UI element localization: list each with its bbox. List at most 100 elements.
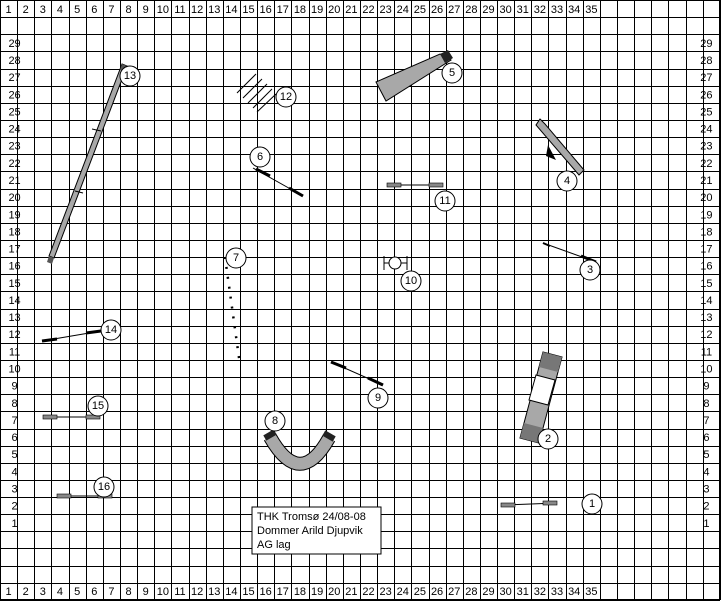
obstacle-number-13: 13 — [119, 65, 141, 87]
obstacle-number-2: 2 — [537, 428, 559, 450]
x-axis-label-bottom: 1 — [6, 586, 12, 598]
y-axis-label-left: 6 — [12, 432, 18, 444]
x-axis-label-bottom: 14 — [225, 586, 237, 598]
y-axis-label-right: 16 — [700, 261, 712, 273]
y-axis-label-right: 24 — [700, 124, 712, 136]
info-line-class: AG lag — [257, 539, 291, 551]
x-axis-label-top: 6 — [91, 4, 97, 16]
x-axis-label-top: 15 — [242, 4, 254, 16]
info-line-event: THK Tromsø 24/08-08 — [257, 511, 366, 523]
y-axis-label-left: 23 — [8, 141, 20, 153]
obstacle-number-8: 8 — [264, 410, 286, 432]
y-axis-label-right: 6 — [703, 432, 709, 444]
x-axis-label-top: 23 — [380, 4, 392, 16]
y-axis-label-right: 19 — [700, 209, 712, 221]
x-axis-label-top: 30 — [500, 4, 512, 16]
x-axis-label-bottom: 34 — [568, 586, 580, 598]
x-axis-label-bottom: 21 — [345, 586, 357, 598]
y-axis-label-right: 20 — [700, 192, 712, 204]
svg-text:2: 2 — [545, 433, 551, 445]
y-axis-label-left: 9 — [12, 381, 18, 393]
obstacle-10-tire — [383, 256, 408, 270]
x-axis-label-top: 1 — [6, 4, 12, 16]
y-axis-label-left: 20 — [8, 192, 20, 204]
y-axis-label-right: 21 — [700, 175, 712, 187]
x-axis-label-bottom: 3 — [40, 586, 46, 598]
svg-text:8: 8 — [272, 415, 278, 427]
y-axis-label-left: 29 — [8, 38, 20, 50]
svg-text:11: 11 — [439, 195, 450, 207]
y-axis-label-right: 13 — [700, 312, 712, 324]
x-axis-label-top: 31 — [517, 4, 529, 16]
obstacle-12-long-jump — [236, 73, 277, 113]
y-axis-label-left: 15 — [8, 278, 20, 290]
y-axis-label-right: 25 — [700, 106, 712, 118]
svg-text:10: 10 — [405, 275, 417, 287]
obstacle-number-9: 9 — [367, 387, 389, 409]
obstacle-14-jump — [41, 329, 102, 343]
x-axis-label-bottom: 19 — [311, 586, 323, 598]
x-axis-label-bottom: 22 — [362, 586, 374, 598]
y-axis-label-right: 29 — [700, 38, 712, 50]
x-axis-label-bottom: 26 — [431, 586, 443, 598]
y-axis-label-right: 14 — [700, 295, 712, 307]
y-axis-label-left: 21 — [8, 175, 20, 187]
svg-text:15: 15 — [92, 400, 104, 412]
info-line-judge: Dommer Arild Djupvik — [257, 525, 363, 537]
x-axis-label-bottom: 10 — [157, 586, 169, 598]
axis-labels: 1122334455667788991010111112121313141415… — [6, 4, 713, 598]
x-axis-label-top: 20 — [328, 4, 340, 16]
y-axis-label-left: 12 — [8, 329, 20, 341]
x-axis-label-bottom: 8 — [125, 586, 131, 598]
x-axis-label-bottom: 13 — [208, 586, 220, 598]
y-axis-label-left: 10 — [8, 364, 20, 376]
x-axis-label-top: 19 — [311, 4, 323, 16]
x-axis-label-bottom: 29 — [482, 586, 494, 598]
obstacle-number-12: 12 — [275, 86, 297, 108]
x-axis-label-top: 3 — [40, 4, 46, 16]
y-axis-label-right: 5 — [703, 449, 709, 461]
x-axis-label-bottom: 33 — [551, 586, 563, 598]
y-axis-label-right: 22 — [700, 158, 712, 170]
x-axis-label-top: 22 — [362, 4, 374, 16]
svg-text:7: 7 — [233, 252, 239, 264]
svg-text:12: 12 — [280, 91, 292, 103]
obstacle-number-4: 4 — [556, 170, 578, 192]
x-axis-label-bottom: 31 — [517, 586, 529, 598]
obstacle-5-chute — [375, 50, 453, 102]
obstacle-6-jump — [252, 167, 304, 198]
svg-text:3: 3 — [587, 264, 593, 276]
x-axis-label-top: 18 — [294, 4, 306, 16]
obstacle-number-1: 1 — [581, 493, 603, 515]
y-axis-label-right: 26 — [700, 89, 712, 101]
x-axis-label-bottom: 7 — [108, 586, 114, 598]
y-axis-label-right: 1 — [703, 518, 709, 530]
obstacle-number-11: 11 — [434, 190, 456, 212]
obstacle-number-14: 14 — [100, 319, 122, 341]
x-axis-label-top: 14 — [225, 4, 237, 16]
x-axis-label-bottom: 4 — [57, 586, 63, 598]
obstacle-1-jump — [500, 500, 558, 508]
x-axis-label-top: 7 — [108, 4, 114, 16]
x-axis-label-bottom: 17 — [277, 586, 289, 598]
x-axis-label-top: 32 — [534, 4, 546, 16]
y-axis-label-right: 2 — [703, 501, 709, 513]
x-axis-label-top: 24 — [397, 4, 409, 16]
x-axis-label-top: 13 — [208, 4, 220, 16]
svg-text:16: 16 — [98, 481, 110, 493]
y-axis-label-left: 14 — [8, 295, 20, 307]
x-axis-label-top: 17 — [277, 4, 289, 16]
x-axis-label-top: 33 — [551, 4, 563, 16]
x-axis-label-top: 29 — [482, 4, 494, 16]
obstacle-number-10: 10 — [400, 270, 422, 292]
y-axis-label-left: 27 — [8, 72, 20, 84]
y-axis-label-left: 18 — [8, 226, 20, 238]
svg-text:14: 14 — [105, 324, 117, 336]
x-axis-label-top: 21 — [345, 4, 357, 16]
course-info-box: THK Tromsø 24/08-08 Dommer Arild Djupvik… — [251, 506, 382, 555]
obstacle-2-tunnel — [519, 351, 563, 444]
svg-text:6: 6 — [257, 151, 263, 163]
y-axis-label-left: 3 — [12, 483, 18, 495]
x-axis-label-bottom: 28 — [465, 586, 477, 598]
